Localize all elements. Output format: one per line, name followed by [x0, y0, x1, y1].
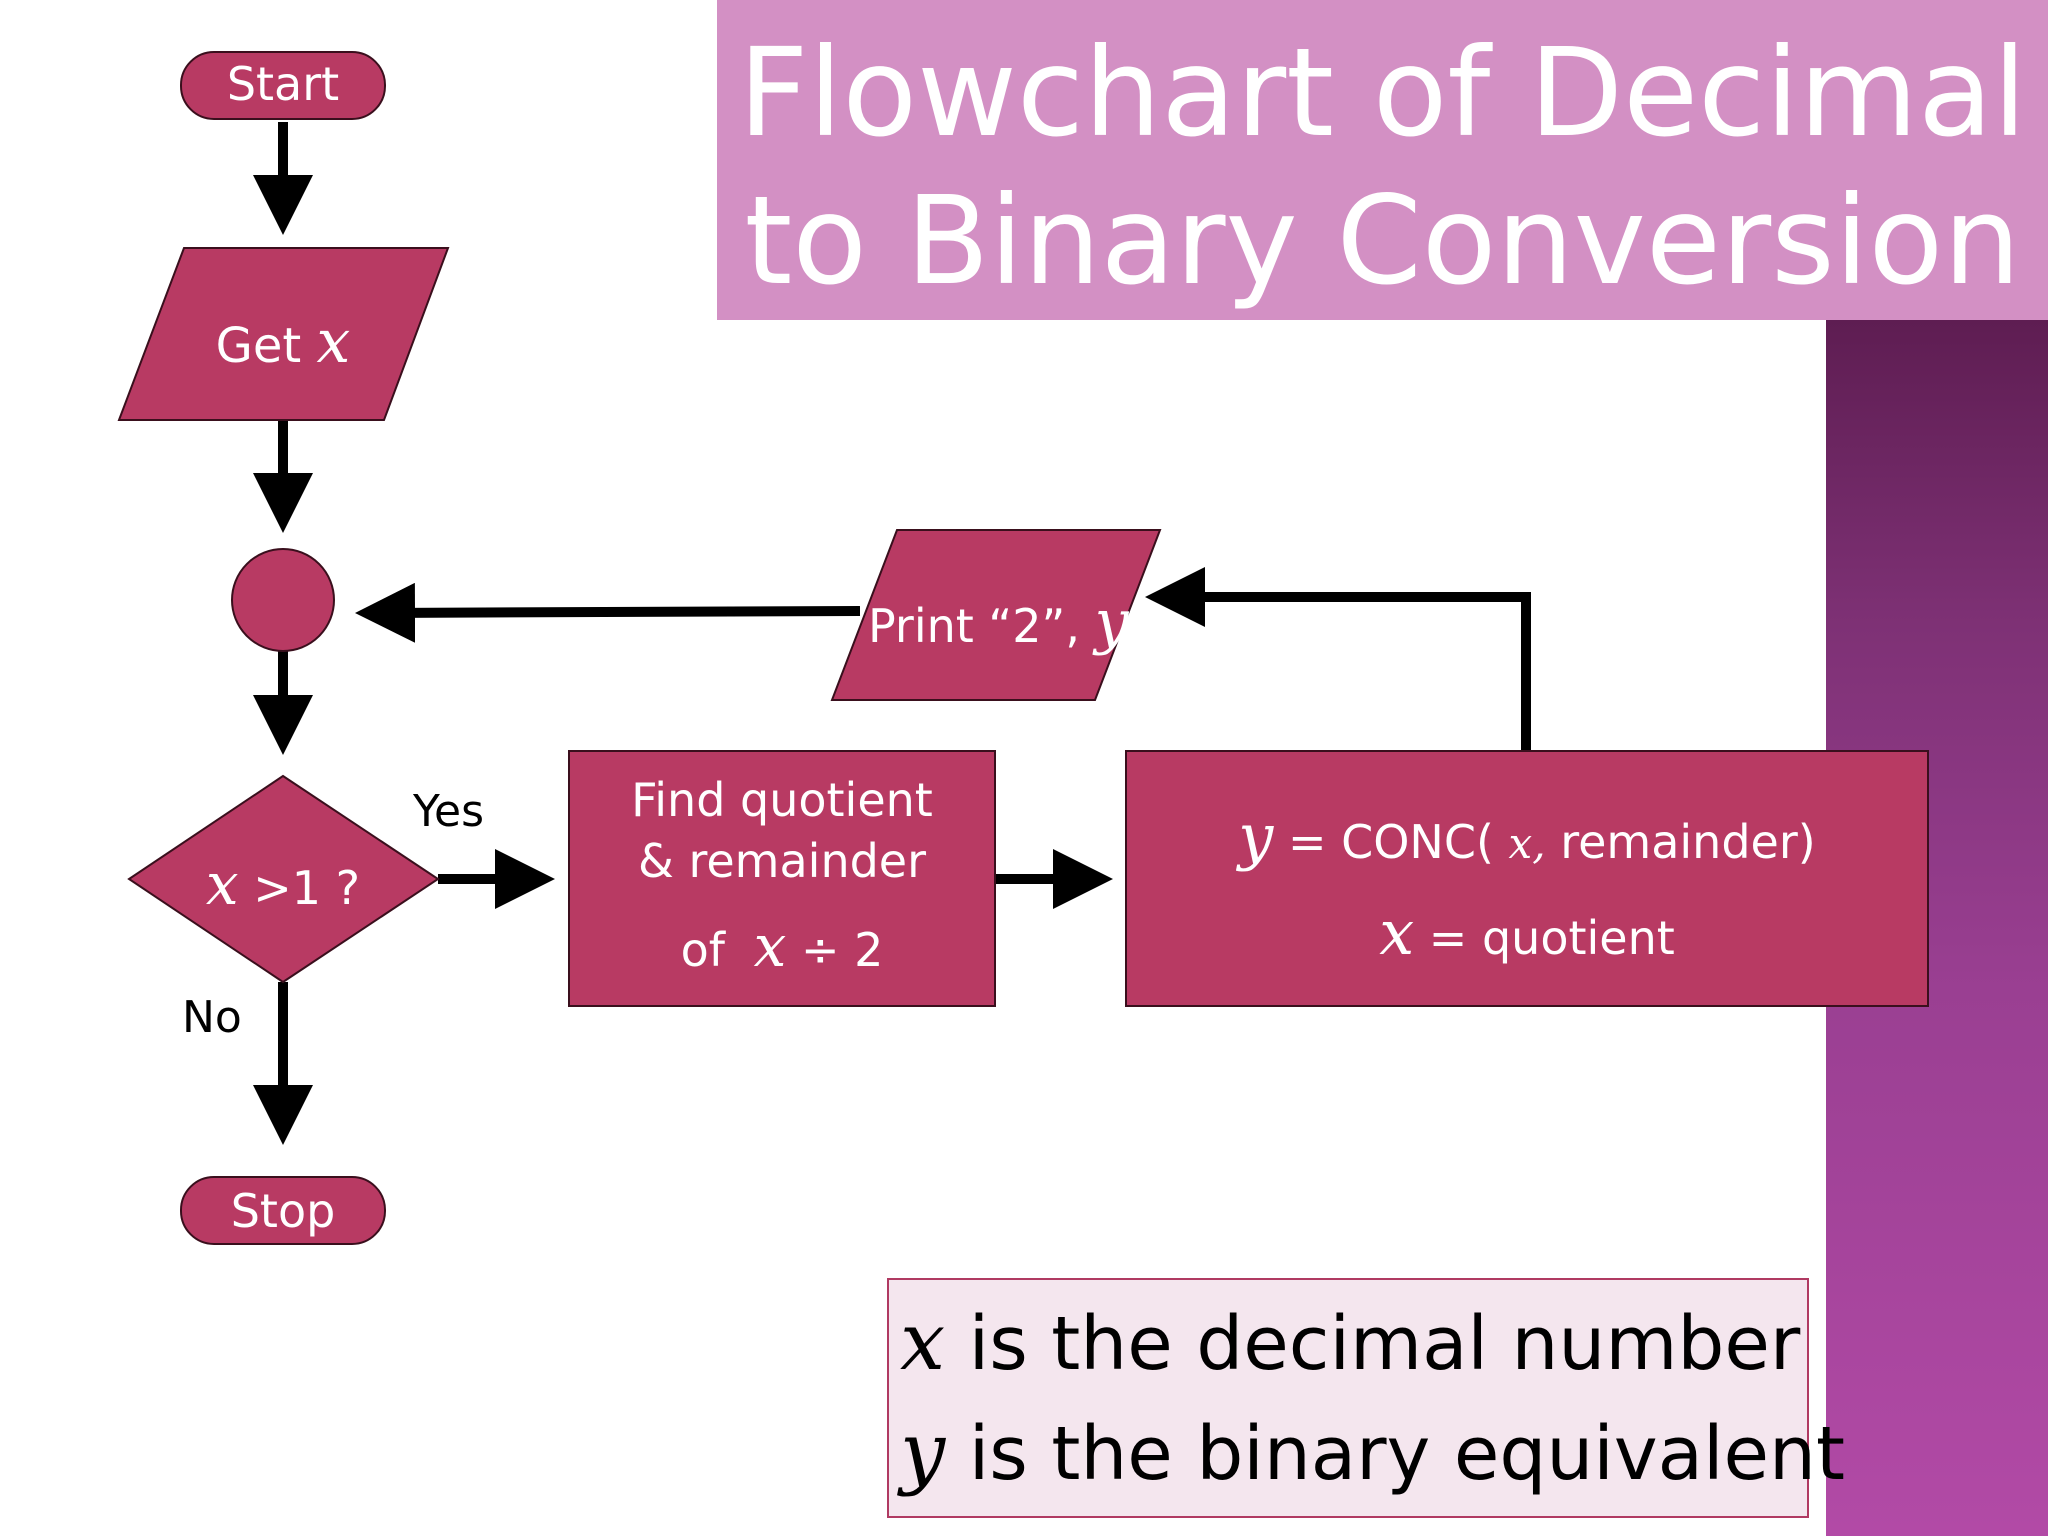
process2-line-2-var: x	[1379, 896, 1414, 969]
legend-line-1-var: x	[900, 1295, 946, 1388]
node-connector	[231, 548, 335, 652]
decision-label-var: x	[206, 850, 239, 918]
input-label-text: Get	[216, 318, 302, 374]
node-process1: Find quotient & remainder of x ÷ 2	[568, 750, 996, 1007]
process2-rect-shape	[1125, 750, 1929, 1007]
edges	[253, 122, 1531, 1145]
edge-label-no: No	[182, 992, 242, 1043]
slide-title: Flowchart of Decimal to Binary Conversio…	[717, 22, 2048, 312]
start-label: Start	[227, 57, 339, 111]
process1-line-3-suffix: ÷ 2	[801, 923, 883, 977]
process1-line-1: Find quotient	[631, 773, 933, 827]
stop-label: Stop	[231, 1184, 336, 1238]
process2-line-1-arg: x,	[1509, 819, 1546, 868]
node-start: Start	[180, 51, 386, 120]
process2-line-1-eq: = CONC(	[1288, 815, 1494, 869]
process1-line-3-var: x	[754, 912, 787, 980]
process1-line-2: & remainder	[638, 834, 926, 888]
decision-label: x >1 ?	[206, 850, 360, 918]
output-label-var: y	[1092, 587, 1130, 657]
legend-line-2: y is the binary equivalent	[900, 1405, 2020, 1498]
legend-box	[887, 1278, 1809, 1518]
node-stop: Stop	[180, 1176, 386, 1245]
node-output: Print “2”, y	[830, 529, 1162, 701]
start-terminal-shape	[180, 51, 386, 120]
output-label: Print “2”, y	[868, 587, 1130, 657]
node-decision: x >1 ?	[127, 774, 440, 984]
process2-line-1-rest: remainder)	[1560, 815, 1816, 869]
decision-diamond-shape	[127, 774, 440, 984]
stop-terminal-shape	[180, 1176, 386, 1245]
legend-line-2-text: is the binary equivalent	[968, 1411, 1845, 1497]
title-line-2: to Binary Conversion	[744, 170, 2021, 312]
process2-line-1-var: y	[1235, 800, 1274, 873]
legend-line-1-text: is the decimal number	[968, 1301, 1801, 1387]
output-parallelogram-shape	[830, 529, 1162, 701]
input-label-var: x	[316, 307, 350, 377]
edge-output-to-connector	[355, 582, 861, 643]
legend-line-2-var: y	[900, 1405, 946, 1498]
process1-line-3: of x ÷ 2	[681, 912, 884, 980]
node-input: Get x	[117, 247, 450, 421]
process2-line-2: x = quotient	[1379, 896, 1675, 969]
input-parallelogram-shape	[117, 247, 450, 421]
edge-label-yes: Yes	[412, 786, 484, 837]
title-line-1: Flowchart of Decimal	[738, 22, 2027, 164]
process2-line-1: y = CONC( x, remainder)	[1235, 800, 1815, 873]
process1-line-3-prefix: of	[681, 923, 727, 977]
legend-line-1: x is the decimal number	[900, 1295, 2020, 1388]
output-label-text: Print “2”,	[868, 599, 1080, 653]
decision-label-text: >1 ?	[253, 861, 360, 915]
title-band	[717, 0, 2048, 320]
connector-circle-shape	[231, 548, 335, 652]
input-label: Get x	[216, 307, 351, 377]
node-process2: y = CONC( x, remainder) x = quotient	[1125, 750, 1929, 1007]
process2-line-2-rest: = quotient	[1429, 911, 1675, 965]
process1-rect-shape	[568, 750, 996, 1007]
edge-process2-to-output	[1145, 567, 1531, 750]
